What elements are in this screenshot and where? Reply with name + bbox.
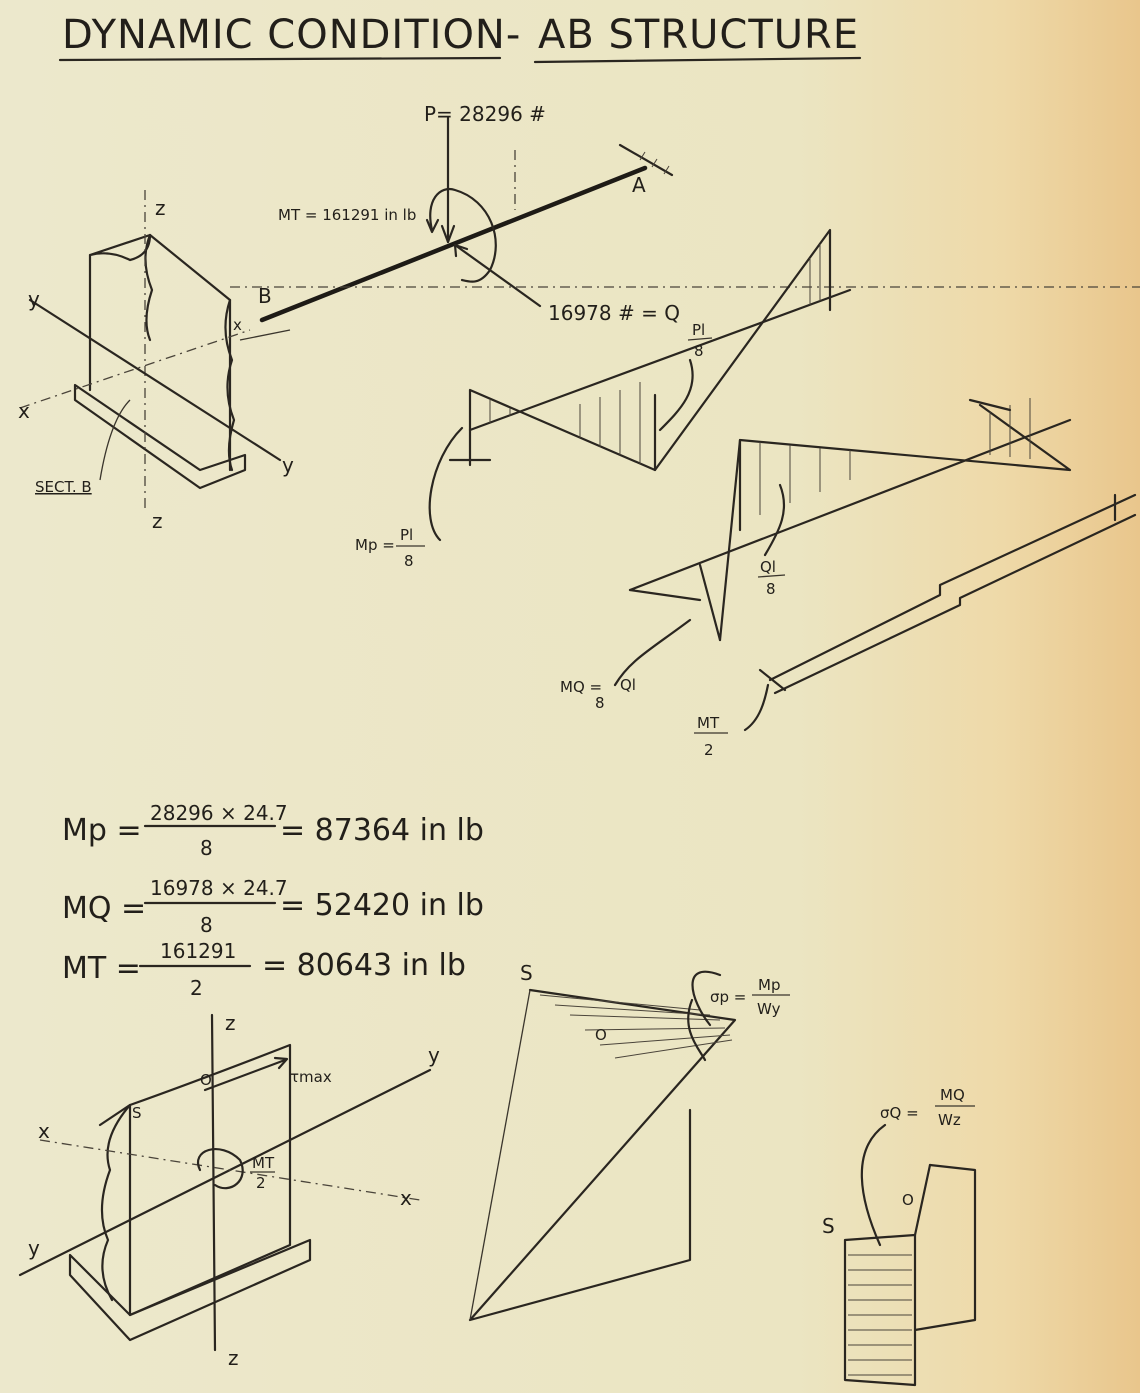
equation-mq: MQ = 16978 × 24.7 8 = 52420 in lb	[62, 876, 484, 937]
sigma-q-num: MQ	[940, 1086, 965, 1104]
title: DYNAMIC CONDITION- AB STRUCTURE	[58, 12, 862, 64]
point-o-label: O	[595, 1026, 607, 1044]
axis-x-label: x	[38, 1119, 50, 1143]
title-underline-1	[58, 56, 502, 62]
beam-line	[259, 165, 648, 323]
load-q-label: 16978 # = Q	[548, 301, 680, 325]
section-b-label: SECT. B	[35, 478, 92, 496]
wall-base	[73, 383, 247, 490]
sigma-p-num: Mp	[758, 976, 780, 994]
svg-text:MQ =: MQ =	[62, 891, 146, 926]
end-b-label: B	[258, 284, 272, 308]
title-underline-2	[533, 56, 862, 64]
load-q-line	[453, 243, 542, 308]
tau-max-label: τmax	[290, 1068, 332, 1086]
stress-p-diagram: σp = Mp Wy S O	[468, 961, 790, 1322]
sigma-q-den: Wz	[938, 1111, 961, 1129]
load-p-label: P= 28296 #	[424, 102, 546, 126]
mt-diagram: MT 2	[694, 493, 1137, 759]
sigma-q-lhs: σQ =	[880, 1104, 919, 1122]
point-o-label: O	[200, 1071, 212, 1089]
equation-mt: MT = 161291 2 = 80643 in lb	[62, 939, 466, 1000]
axis-z-label: z	[228, 1346, 239, 1370]
axis-y-label: y	[28, 287, 40, 311]
axis-y-label: y	[282, 453, 294, 477]
mt-half-den: 2	[256, 1174, 266, 1192]
wall-outline	[88, 233, 232, 472]
mq-label-num: Ql	[620, 676, 636, 694]
point-s-label: S	[520, 961, 533, 985]
axis-x-label: x	[400, 1186, 412, 1210]
axis-x-label: x	[233, 316, 242, 334]
svg-text:28296 × 24.7: 28296 × 24.7	[150, 801, 288, 825]
title-part1: DYNAMIC CONDITION-	[62, 12, 521, 58]
svg-text:8: 8	[200, 836, 213, 860]
svg-text:Mp =: Mp =	[62, 813, 142, 848]
mt-label-den: 2	[704, 741, 714, 759]
mt-half-num: MT	[252, 1154, 275, 1172]
equation-mp: Mp = 28296 × 24.7 8 = 87364 in lb	[62, 801, 484, 860]
stress-q-diagram: σQ = MQ Wz S O	[822, 1086, 977, 1387]
beam-ab: P= 28296 # MT = 161291 in lb 16978 # = Q…	[230, 102, 1140, 325]
end-a-label: A	[632, 173, 646, 197]
mq-peak-den: 8	[766, 580, 776, 598]
svg-text:16978 × 24.7: 16978 × 24.7	[150, 876, 288, 900]
mp-label-lhs: Mp =	[355, 536, 395, 554]
axis-z-label: z	[225, 1011, 236, 1035]
equations: Mp = 28296 × 24.7 8 = 87364 in lb MQ = 1…	[62, 801, 484, 1000]
svg-text:= 87364 in lb: = 87364 in lb	[280, 813, 484, 848]
axis-z-label: z	[155, 196, 166, 220]
mq-diagram: Ql 8 MQ = Ql 8	[560, 398, 1072, 712]
mp-peak-den: 8	[694, 342, 704, 360]
mt-label-num: MT	[697, 714, 720, 732]
section-b: y y x x z z SECT. B	[18, 190, 294, 533]
svg-text:MT =: MT =	[62, 951, 141, 986]
svg-text:= 52420 in lb: = 52420 in lb	[280, 888, 484, 923]
svg-text:8: 8	[200, 913, 213, 937]
mp-label-den: 8	[404, 552, 414, 570]
support-a	[618, 143, 674, 177]
axis-x-label: x	[18, 399, 30, 423]
mq-peak-num: Ql	[760, 558, 776, 576]
axis-y-label: y	[428, 1043, 440, 1067]
axis-z-label: z	[152, 509, 163, 533]
svg-text:2: 2	[190, 976, 203, 1000]
sigma-p-lhs: σp =	[710, 988, 746, 1006]
torque-label: MT = 161291 in lb	[278, 206, 416, 224]
point-o-label: O	[902, 1191, 914, 1209]
svg-text:161291: 161291	[160, 939, 236, 963]
svg-text:= 80643 in lb: = 80643 in lb	[262, 948, 466, 983]
section-bottom: z z y y x x S O τmax MT 2	[18, 1011, 440, 1370]
torque-arrow	[429, 187, 497, 283]
axis-y-label: y	[28, 1236, 40, 1260]
point-s-label: S	[132, 1104, 142, 1122]
point-s-label: S	[822, 1214, 835, 1238]
mp-label-num: Pl	[400, 526, 413, 544]
sigma-p-den: Wy	[757, 1000, 781, 1018]
mq-label-lhs: MQ =	[560, 678, 602, 696]
title-part2: AB STRUCTURE	[538, 12, 859, 58]
mp-diagram: Pl 8 Mp = Pl 8	[355, 228, 852, 570]
mq-label-den: 8	[595, 694, 605, 712]
mp-peak-num: Pl	[692, 321, 705, 339]
